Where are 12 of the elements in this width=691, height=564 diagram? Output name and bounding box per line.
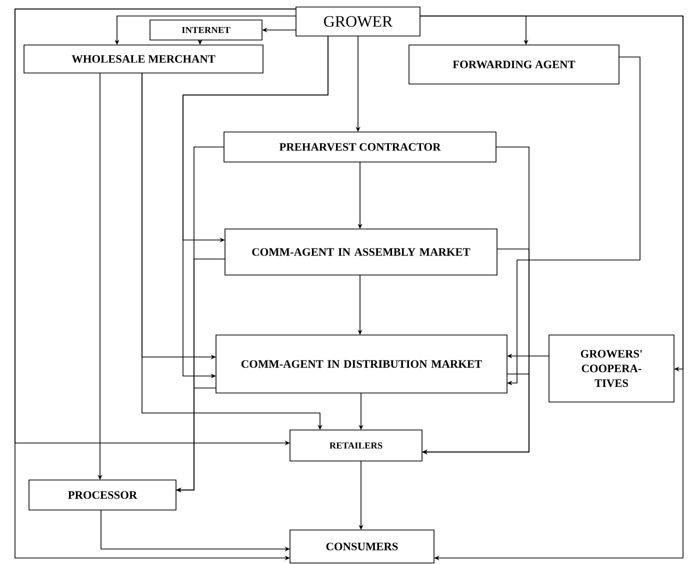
- process-box: PROCESSOR: [28, 480, 176, 510]
- process-box: CONSUMERS: [290, 530, 434, 564]
- arrow: [420, 16, 684, 560]
- process-box: GROWERS' COOPERA-TIVES: [548, 334, 674, 402]
- process-box: COMM-AGENT IN DISTRIBUTION MARKET: [216, 334, 508, 394]
- process-box: WHOLESALE MERCHANT: [24, 44, 264, 74]
- process-box: RETAILERS: [290, 430, 422, 462]
- process-box: FORWARDING AGENT: [408, 44, 620, 84]
- process-box: GROWER: [296, 6, 420, 36]
- process-box: INTERNET: [150, 20, 262, 40]
- process-box: PREHARVEST CONTRACTOR: [224, 132, 496, 162]
- process-box: COMM-AGENT IN ASSEMBLY MARKET: [224, 228, 498, 276]
